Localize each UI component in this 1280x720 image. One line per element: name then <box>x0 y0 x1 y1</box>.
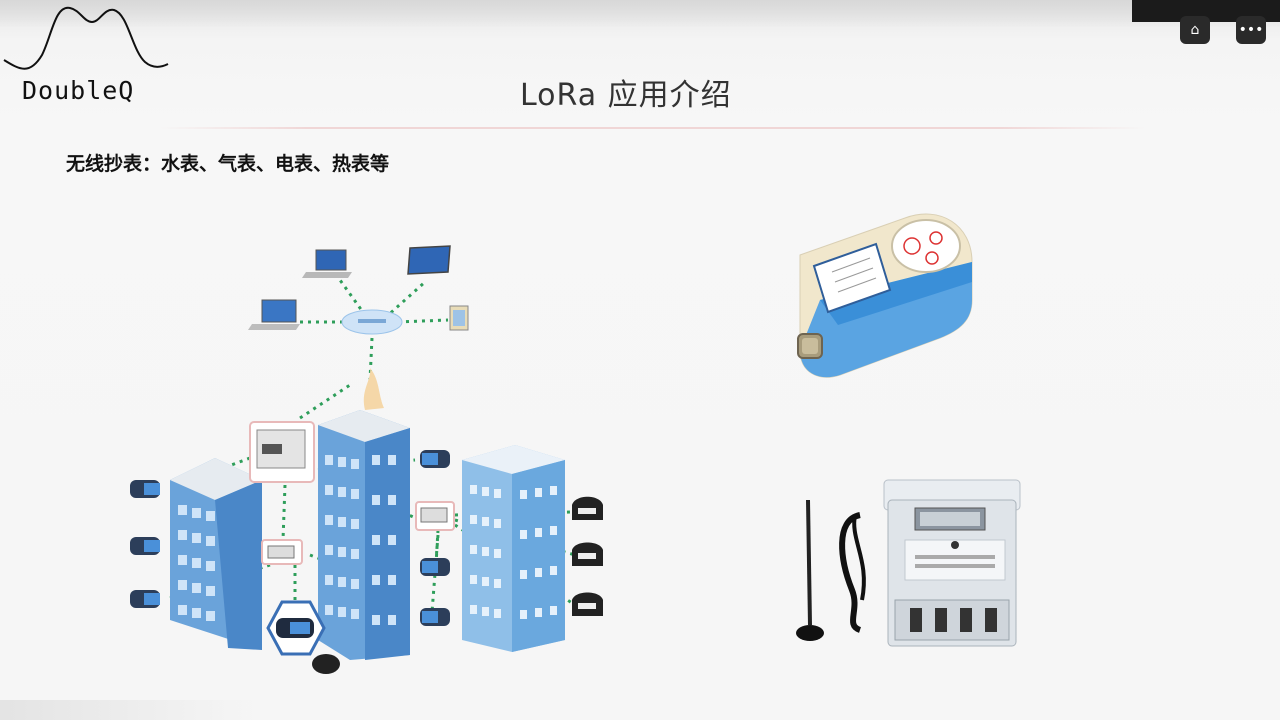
meter-icon <box>420 558 450 576</box>
meter-icon-group <box>130 450 603 674</box>
logo: DoubleQ <box>0 0 175 112</box>
gas-meter-icon <box>572 592 603 616</box>
meter-icon <box>420 608 450 626</box>
collector-icon <box>415 501 455 531</box>
home-icon[interactable]: ⌂ <box>1180 16 1210 44</box>
building-left-icon <box>170 458 262 650</box>
electric-meter-icon <box>883 479 1021 647</box>
concentrator-icon <box>249 421 315 483</box>
phone-icon <box>449 305 469 331</box>
section-subtitle: 无线抄表：水表、气表、电表、热表等 <box>66 153 390 175</box>
meter-icon <box>130 590 160 608</box>
logo-text: DoubleQ <box>22 76 135 105</box>
highlight-meter-icon <box>266 600 340 674</box>
page-title: LoRa 应用介绍 <box>520 78 732 113</box>
antenna-icon <box>796 499 866 641</box>
meter-icon <box>130 537 160 555</box>
gas-meter-icon <box>572 542 603 566</box>
laptop-icon <box>302 249 352 278</box>
building-right-icon <box>462 445 565 652</box>
logo-wave-icon <box>3 6 169 70</box>
top-shadow <box>0 0 1280 28</box>
footer-shade <box>0 700 260 720</box>
title-divider <box>160 127 1145 129</box>
cloud-icon <box>341 309 403 335</box>
collector-icon <box>261 539 303 565</box>
water-meter-icon <box>797 213 973 378</box>
gas-meter-icon <box>572 496 603 520</box>
building-center-icon <box>318 410 410 660</box>
laptop-icon <box>248 299 300 330</box>
signal-glow-icon <box>363 368 384 410</box>
tablet-icon <box>407 245 451 275</box>
meter-icon <box>130 480 160 498</box>
more-icon[interactable]: ••• <box>1236 16 1266 44</box>
meter-icon <box>420 450 450 468</box>
